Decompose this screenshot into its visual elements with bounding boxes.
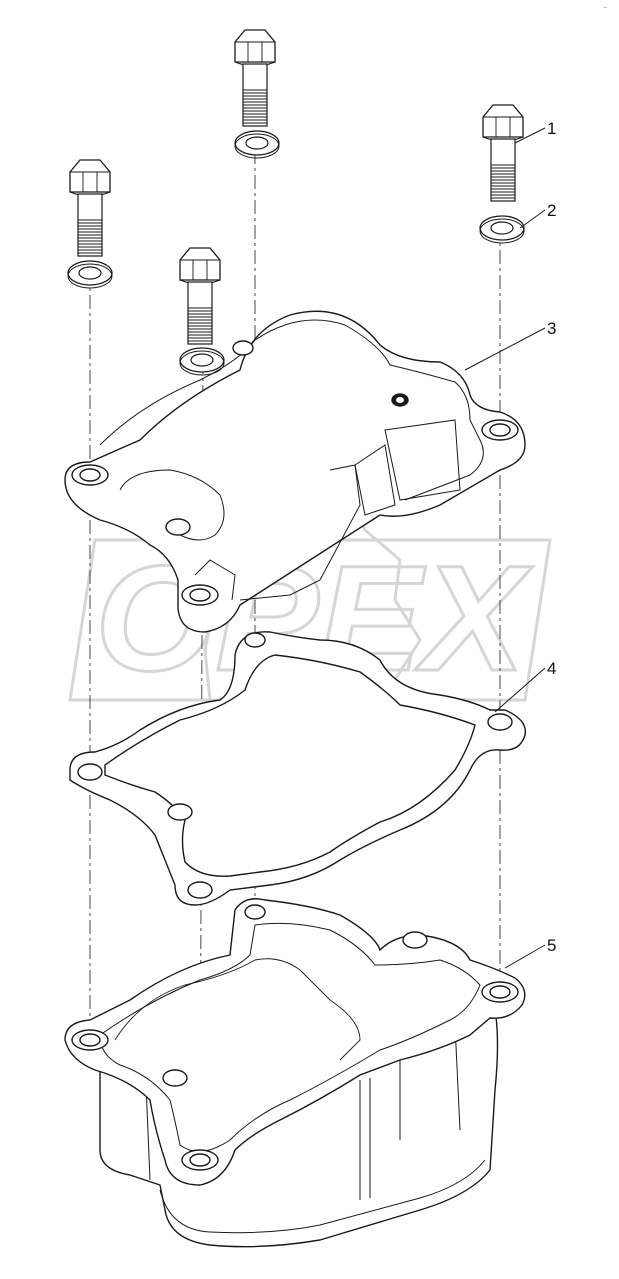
callout-label-3: 3: [547, 319, 556, 338]
washer-1: [67, 260, 113, 289]
cover-part: [64, 310, 526, 633]
callout-label-1: 1: [547, 119, 556, 138]
callout-label-4: 4: [547, 659, 556, 678]
bolt-4: [482, 104, 524, 202]
callout-label-2: 2: [547, 201, 556, 220]
callout-label-5: 5: [547, 936, 556, 955]
corner-mark: ..: [603, 3, 607, 10]
housing-part: [64, 898, 526, 1248]
washer-3: [234, 130, 280, 159]
washer-4: [479, 215, 525, 244]
bolt-2: [179, 247, 221, 345]
callout-leaders: [464, 127, 546, 969]
watermark-frame: [68, 538, 552, 702]
bolt-1: [69, 159, 111, 257]
gasket-part: [69, 631, 527, 906]
bolt-3: [234, 29, 276, 127]
